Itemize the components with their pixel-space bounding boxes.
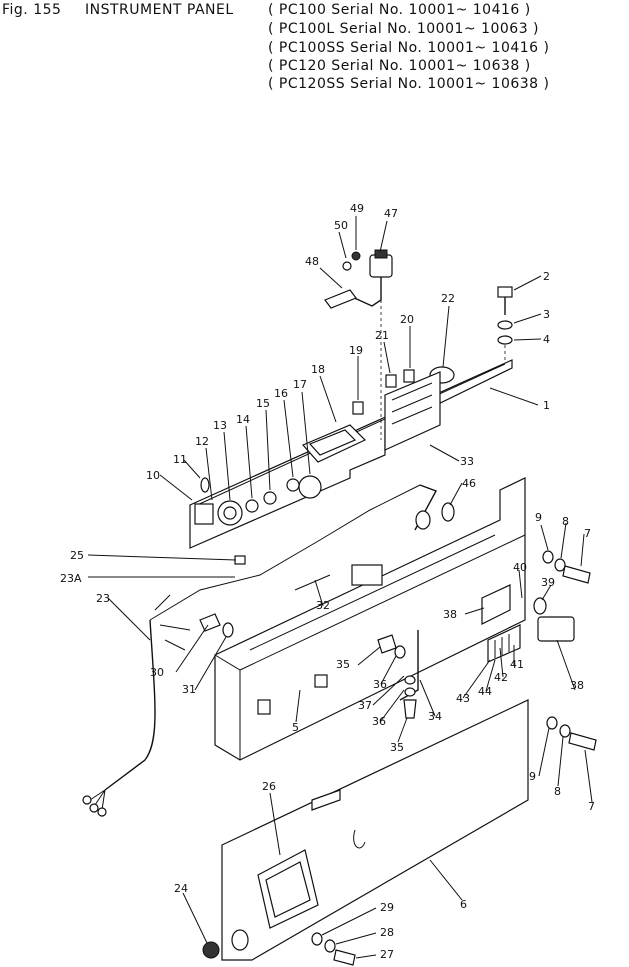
callout-label: 11	[173, 453, 187, 466]
callout-label: 44	[478, 685, 492, 698]
callout-label: 8	[554, 785, 561, 798]
callout-label: 31	[182, 683, 196, 696]
callout-label: 39	[541, 576, 555, 589]
callout-label: 14	[236, 413, 250, 426]
callout-label: 32	[316, 599, 330, 612]
callout-label: 19	[349, 344, 363, 357]
callout-label: 9	[529, 770, 536, 783]
callout-label: 7	[588, 800, 595, 813]
callout-label: 5	[292, 721, 299, 734]
callout-label: 28	[380, 926, 394, 939]
figure-header: Fig. 155 INSTRUMENT PANEL ( PC100 Serial…	[0, 0, 629, 100]
callout-label: 48	[305, 255, 319, 268]
callout-label: 3	[543, 308, 550, 321]
callout-label: 10	[146, 469, 160, 482]
figure-title: INSTRUMENT PANEL	[85, 2, 234, 18]
bolt-and-washers	[497, 286, 513, 362]
serial-line: ( PC100 Serial No. 10001~ 10416 )	[268, 2, 531, 18]
callout-leaders	[87, 216, 593, 959]
callout-label: 38	[570, 679, 584, 692]
knob-and-bolts	[202, 932, 356, 966]
callout-label: 12	[195, 435, 209, 448]
callout-label: 33	[460, 455, 474, 468]
switch-block	[352, 369, 441, 451]
callout-label: 1	[543, 399, 550, 412]
callout-label: 47	[384, 207, 398, 220]
callout-label: 25	[70, 549, 84, 562]
callout-label: 27	[380, 948, 394, 961]
gauge-unit	[301, 424, 367, 463]
callout-label: 46	[462, 477, 476, 490]
serial-line: ( PC100L Serial No. 10001~ 10063 )	[268, 21, 540, 37]
serial-line: ( PC120SS Serial No. 10001~ 10638 )	[268, 76, 550, 92]
screw-set-lower	[546, 716, 597, 751]
callout-label: 37	[358, 699, 372, 712]
callout-label: 30	[150, 666, 164, 679]
callout-label: 8	[562, 515, 569, 528]
callout-label: 34	[428, 710, 442, 723]
callout-label: 16	[274, 387, 288, 400]
callout-label: 41	[510, 658, 524, 671]
callout-label: 49	[350, 202, 364, 215]
screw-set-upper	[542, 550, 591, 584]
callout-label: 18	[311, 363, 325, 376]
callout-label: 7	[584, 527, 591, 540]
callout-label: 29	[380, 901, 394, 914]
callout-label: 35	[390, 741, 404, 754]
relay-parts	[481, 584, 575, 663]
callout-label: 9	[535, 511, 542, 524]
callout-label: 2	[543, 270, 550, 283]
callout-label: 24	[174, 882, 188, 895]
callout-label: 36	[373, 678, 387, 691]
lower-cover-panel	[221, 699, 529, 961]
meter-cluster	[194, 475, 322, 526]
callout-label: 6	[460, 898, 467, 911]
callout-label: 20	[400, 313, 414, 326]
callout-label: 26	[262, 780, 276, 793]
callout-label: 42	[494, 671, 508, 684]
callout-label: 23A	[60, 572, 82, 585]
callout-labels: 50 49 47 48 2 3 4 22 21 20 19 18 17 16 1…	[60, 202, 595, 961]
bolt-set-lower	[199, 613, 419, 719]
serial-line: ( PC100SS Serial No. 10001~ 10416 )	[268, 40, 550, 56]
callout-label: 40	[513, 561, 527, 574]
serial-line: ( PC120 Serial No. 10001~ 10638 )	[268, 58, 531, 74]
callout-label: 43	[456, 692, 470, 705]
callout-label: 50	[334, 219, 348, 232]
callout-label: 13	[213, 419, 227, 432]
callout-label: 38	[443, 608, 457, 621]
callout-label: 35	[336, 658, 350, 671]
callout-label: 17	[293, 378, 307, 391]
ignition-switch	[324, 249, 393, 440]
figure-number: Fig. 155	[2, 2, 62, 18]
wire-harness	[82, 484, 455, 817]
callout-label: 36	[372, 715, 386, 728]
callout-label: 22	[441, 292, 455, 305]
callout-label: 4	[543, 333, 550, 346]
callout-label: 21	[375, 329, 389, 342]
callout-label: 15	[256, 397, 270, 410]
console-housing	[214, 477, 526, 761]
callout-label: 23	[96, 592, 110, 605]
